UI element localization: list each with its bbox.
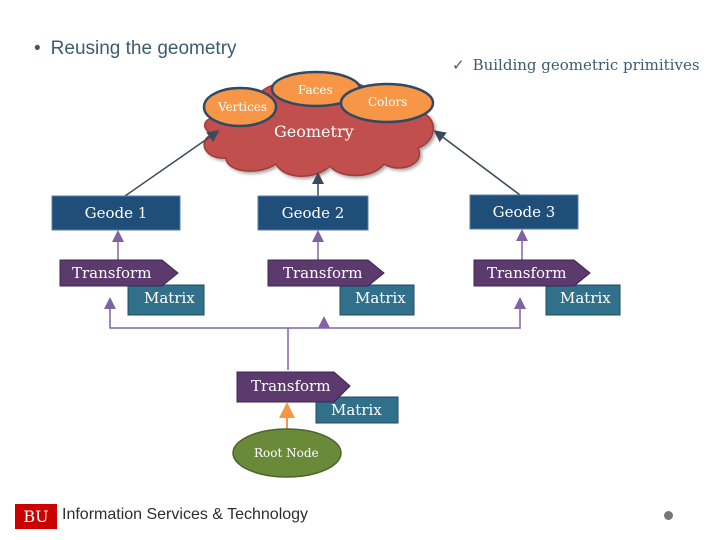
transform-root-shape xyxy=(236,371,399,424)
geode-3-label: Geode 3 xyxy=(492,203,556,221)
colors-ellipse xyxy=(339,82,435,124)
geode-1-label: Geode 1 xyxy=(84,204,148,222)
vertices-label: Vertices xyxy=(218,100,268,114)
transform-2-line2: Matrix xyxy=(355,289,406,307)
arrow-geode3-geometry xyxy=(433,130,521,196)
geometry-label: Geometry xyxy=(274,122,354,141)
slide-dot-icon xyxy=(664,511,673,520)
geode-1-box xyxy=(51,195,181,231)
bullet-icon: • xyxy=(34,38,41,59)
arrow-geode1-geometry xyxy=(124,130,220,197)
slide-subtitle: ✓ Building geometric primitives xyxy=(452,56,700,74)
slide-title: • Reusing the geometry xyxy=(34,38,237,60)
transform-3-line2: Matrix xyxy=(560,289,611,307)
footer-text: Information Services & Technology xyxy=(62,506,309,523)
bu-logo: BU xyxy=(23,507,49,526)
transform-root-line1: Transform xyxy=(251,377,331,395)
transform-2-line1: Transform xyxy=(283,264,363,282)
transform-3-line1: Transform xyxy=(487,264,567,282)
transform-2-shape xyxy=(267,259,415,316)
transform-1-line2: Matrix xyxy=(144,289,195,307)
slide-subtitle-text: Building geometric primitives xyxy=(472,56,700,74)
geode-2-label: Geode 2 xyxy=(281,204,345,222)
transform-3-shape xyxy=(473,259,621,316)
root-node-ellipse xyxy=(232,428,342,478)
connector-tree xyxy=(109,303,521,329)
slide-title-text: Reusing the geometry xyxy=(50,38,237,59)
vertices-ellipse xyxy=(202,86,278,128)
transform-1-line1: Transform xyxy=(72,264,152,282)
root-node-label: Root Node xyxy=(254,446,319,460)
transform-root-line2: Matrix xyxy=(331,401,382,419)
bu-logo-box xyxy=(15,504,57,529)
geode-2-box xyxy=(257,195,369,231)
colors-label: Colors xyxy=(368,95,408,109)
geode-3-box xyxy=(469,194,579,230)
faces-label: Faces xyxy=(298,83,333,97)
checkmark-icon: ✓ xyxy=(452,56,465,74)
transform-1-shape xyxy=(59,259,205,316)
